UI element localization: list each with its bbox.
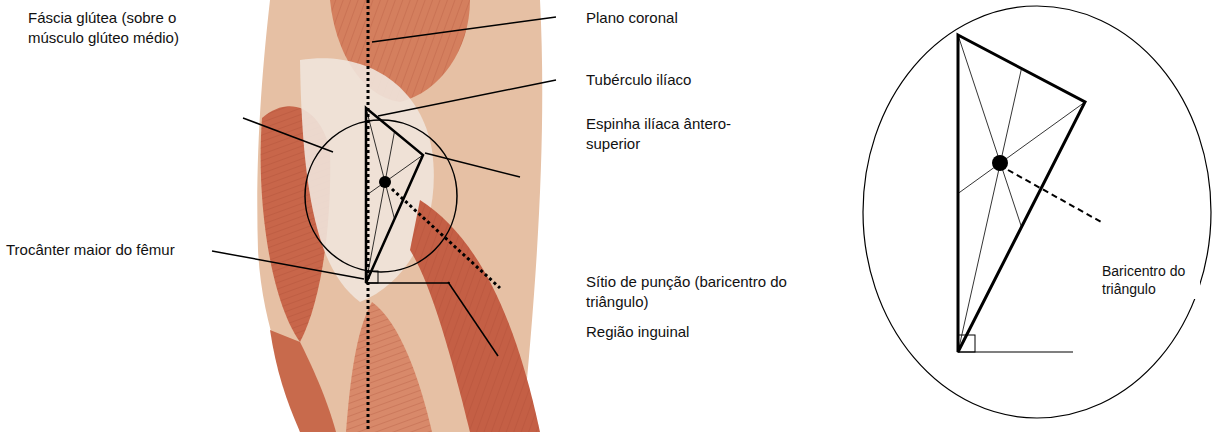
barycentre-pointer xyxy=(1008,170,1103,223)
annotation-label: Fáscia glútea (sobre o músculo glúteo mé… xyxy=(26,8,216,48)
barycentre-dot xyxy=(379,176,391,188)
gluteal-fascia xyxy=(300,58,434,302)
annotation-label: Trocânter maior do fêmur xyxy=(4,240,209,260)
sartorius-muscle xyxy=(410,200,540,432)
median-line xyxy=(366,132,395,284)
leader-line xyxy=(378,80,556,116)
leader-lines xyxy=(212,17,556,356)
puncture-geometry xyxy=(305,108,457,283)
leader-line xyxy=(372,17,556,42)
triangle xyxy=(958,35,1085,352)
leader-line xyxy=(425,153,520,177)
barycentre-dot xyxy=(992,155,1008,171)
annotation-label: Baricentro do triângulo xyxy=(1100,262,1200,299)
median-line xyxy=(958,69,1022,353)
annotation-label: Região inguinal xyxy=(584,322,784,342)
annotation-label: Plano coronal xyxy=(584,8,784,28)
leader-line xyxy=(212,251,364,279)
barycentre-detail xyxy=(863,6,1211,418)
thigh-muscle xyxy=(346,302,432,432)
leader-line xyxy=(243,118,333,152)
triangle xyxy=(366,108,423,283)
right-angle-mark xyxy=(366,271,378,283)
puncture-pointer xyxy=(392,189,500,288)
annotation-label: Espinha ilíaca ântero-superior xyxy=(584,114,756,154)
median-line xyxy=(958,102,1085,194)
skin-ground xyxy=(257,0,542,432)
annotation-label: Sítio de punção (baricentro do triângulo… xyxy=(584,272,816,312)
thigh-muscle xyxy=(270,330,336,432)
muscle-fibers xyxy=(410,200,540,432)
horizontal-line xyxy=(366,282,450,284)
right-angle-mark xyxy=(958,335,975,352)
muscle-fibers xyxy=(346,302,432,432)
leader-line xyxy=(448,282,498,356)
annotation-label: Tubérculo ilíaco xyxy=(584,70,784,90)
hip-illustration xyxy=(257,0,542,432)
horizontal-line xyxy=(958,351,1073,352)
detail-circle xyxy=(863,6,1211,418)
median-line xyxy=(366,108,395,219)
